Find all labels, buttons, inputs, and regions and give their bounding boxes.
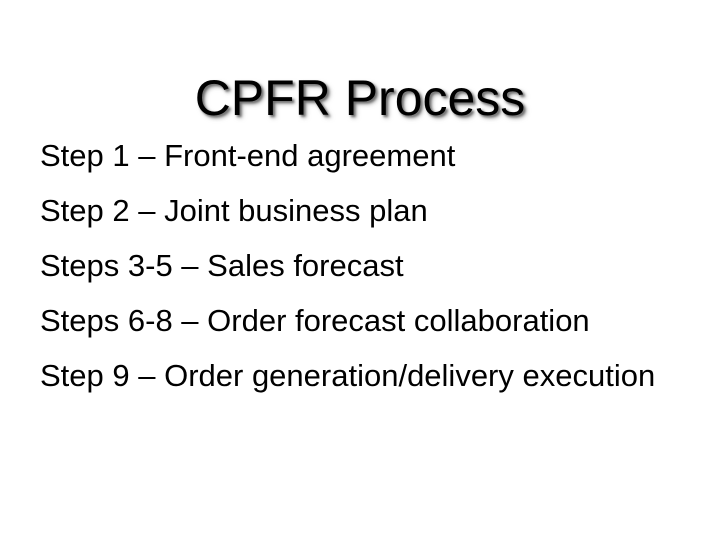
list-item: Steps 6-8 – Order forecast collaboration [40,303,590,338]
page-title: CPFR Process [194,69,526,126]
list-item: Steps 3-5 – Sales forecast [40,248,404,283]
slide-title-area: CPFR Process [0,38,720,158]
slide-body-list: Step 1 – Front-end agreement Step 2 – Jo… [40,128,700,403]
list-item: Step 2 – Joint business plan [40,193,428,228]
list-item: Step 1 – Front-end agreement [40,138,456,173]
list-item: Step 9 – Order generation/delivery execu… [40,358,656,393]
